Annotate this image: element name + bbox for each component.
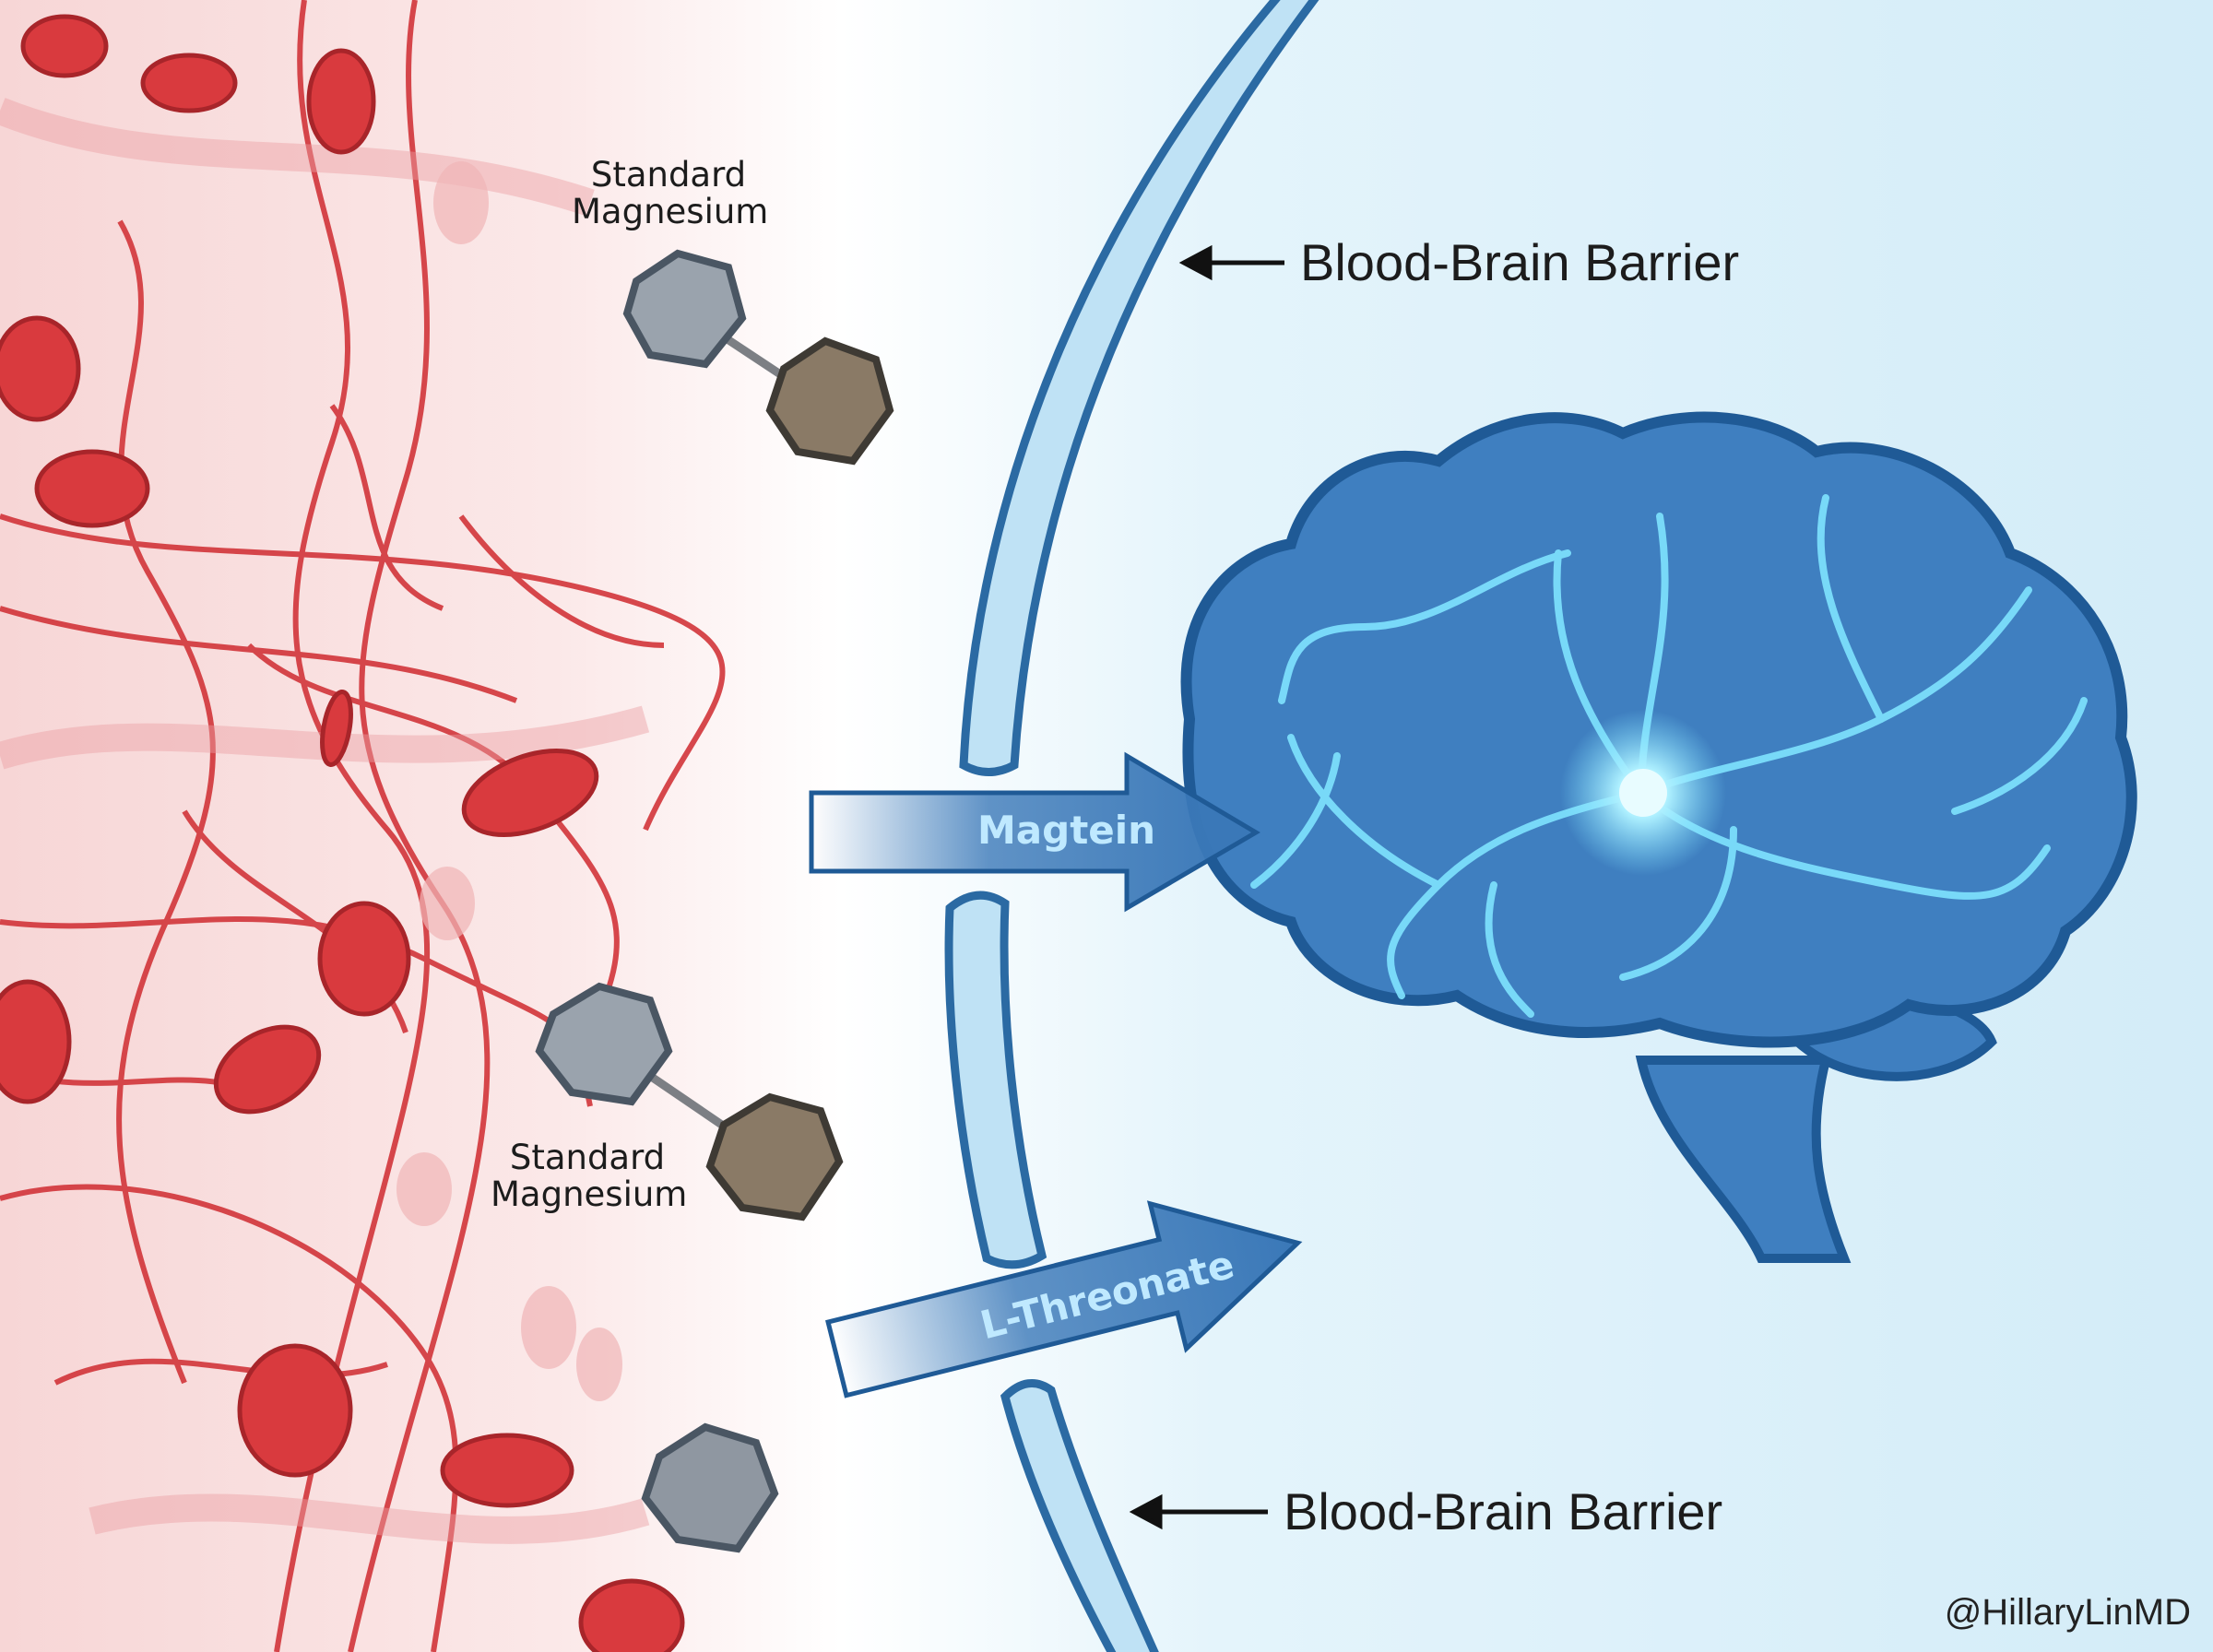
red-blood-cells: [0, 14, 685, 1652]
bbb-pointer-arrows: [1129, 244, 1284, 1530]
bbb-label-top: Blood-Brain Barrier: [1300, 233, 1740, 291]
standard-magnesium-label-bottom: Standard Magnesium: [491, 1138, 688, 1214]
label-line: Magnesium: [572, 192, 769, 231]
bbb-label-bottom: Blood-Brain Barrier: [1284, 1482, 1723, 1540]
label-line: Standard: [590, 155, 747, 195]
standard-magnesium-molecule-top: [622, 249, 894, 466]
label-line: Standard: [509, 1138, 666, 1177]
compound-cube-icon: [765, 336, 894, 466]
standard-magnesium-molecule-bottom: [535, 982, 844, 1221]
faded-cells: [396, 161, 622, 1401]
glow-point: [1619, 769, 1667, 817]
label-line: Magnesium: [491, 1174, 688, 1214]
compound-cube-icon: [705, 1092, 844, 1221]
standard-magnesium-label-top: Standard Magnesium: [572, 155, 769, 231]
magnesium-cube-icon: [622, 249, 747, 369]
magtein-arrow[interactable]: [809, 751, 1260, 913]
blood-brain-barrier: [944, 0, 1320, 1652]
l-threonate-arrow[interactable]: [819, 1172, 1316, 1432]
watermark: @HillaryLinMD: [1944, 1592, 2191, 1633]
magtein-label: Magtein: [977, 808, 1156, 853]
magnesium-cube-icon: [535, 982, 673, 1106]
faded-vessels: [0, 98, 650, 1544]
brain-stem: [1635, 1056, 1852, 1263]
magnesium-cube-icon: [641, 1422, 779, 1553]
brain-illustration: [1180, 411, 2137, 1263]
